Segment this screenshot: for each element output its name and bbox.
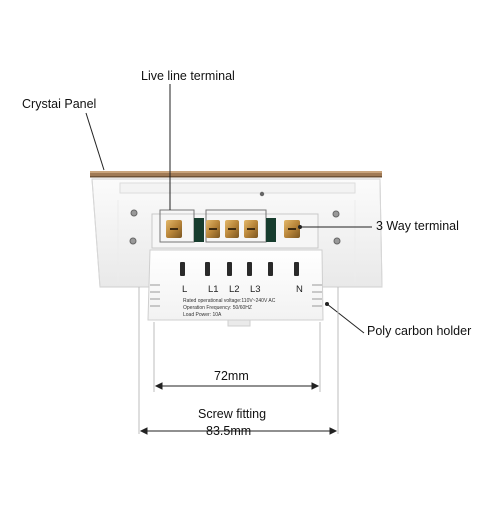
terminal-screw-L2	[225, 220, 239, 238]
separator-2	[266, 218, 276, 242]
poly-carbon-holder	[147, 249, 324, 327]
terminal-label-L1: L1	[208, 284, 219, 295]
crystal-panel-edge	[90, 171, 382, 178]
terminal-screw-L	[166, 220, 182, 238]
terminal-label-N: N	[296, 284, 303, 295]
leader-dot-three-way	[298, 225, 302, 229]
leader-dot-poly-carbon	[325, 302, 329, 306]
terminal-screw-L1	[206, 220, 220, 238]
leader-poly-carbon	[326, 303, 365, 334]
sticker-load: Load Power: 10A	[183, 312, 222, 318]
terminal-label-L3: L3	[250, 284, 261, 295]
dimension-72mm	[154, 382, 320, 390]
callout-three-way-terminal: 3 Way terminal	[376, 219, 459, 233]
dimension-83-5mm	[139, 427, 338, 435]
terminal-screw-L3	[244, 220, 258, 238]
terminal-block	[151, 209, 319, 249]
terminal-screw-N	[284, 220, 300, 238]
callout-live-line-terminal: Live line terminal	[141, 69, 235, 83]
dimension-label-outer: 83.5mm	[206, 424, 252, 438]
sticker-voltage: Rated operational voltage:110V~240V AC	[183, 298, 276, 304]
dimension-guides	[138, 287, 339, 434]
leader-crystal-panel	[85, 112, 105, 171]
callout-crystal-panel: Crystai Panel	[22, 97, 97, 111]
sticker-frequency: Operation Frequency: 50/60HZ	[183, 305, 252, 311]
callout-poly-carbon-holder: Poly carbon holder	[367, 324, 472, 338]
separator-1	[194, 218, 204, 242]
dimension-title-screw-fitting: Screw fitting	[198, 407, 267, 421]
terminal-label-L2: L2	[229, 284, 240, 295]
dimension-label-inner: 72mm	[214, 369, 249, 383]
terminal-label-L: L	[182, 284, 187, 295]
